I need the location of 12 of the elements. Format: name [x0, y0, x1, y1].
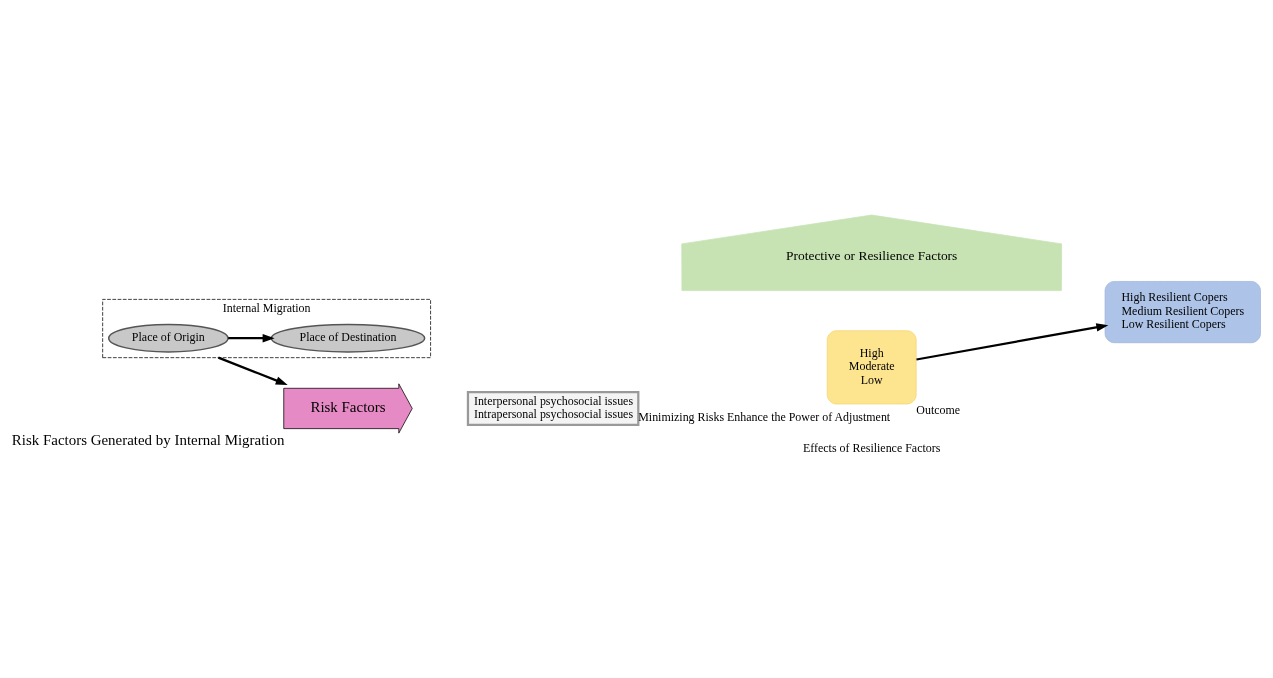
arrow	[228, 334, 275, 343]
node-label: Risk Factors Generated by Internal Migration	[11, 432, 285, 449]
arrow	[916, 323, 1109, 361]
label: Effects of Resilience Factors	[803, 441, 941, 456]
node-label: Outcome	[916, 402, 961, 417]
node-box: High Resilient Copers Medium Resilient Copers Low Resilient Copers	[1104, 281, 1261, 344]
node-box: High Moderate Low	[826, 330, 917, 405]
node-ellipse: Place of Destination	[270, 323, 426, 353]
node-label: Minimizing Risks Enhance the Power of Adjustment	[638, 410, 891, 425]
node-box: Interpersonal psychosocial issues Intrapersonal psychosocial issues	[466, 390, 640, 426]
node-ellipse: Place of Origin	[107, 323, 229, 353]
arrow	[217, 356, 288, 385]
